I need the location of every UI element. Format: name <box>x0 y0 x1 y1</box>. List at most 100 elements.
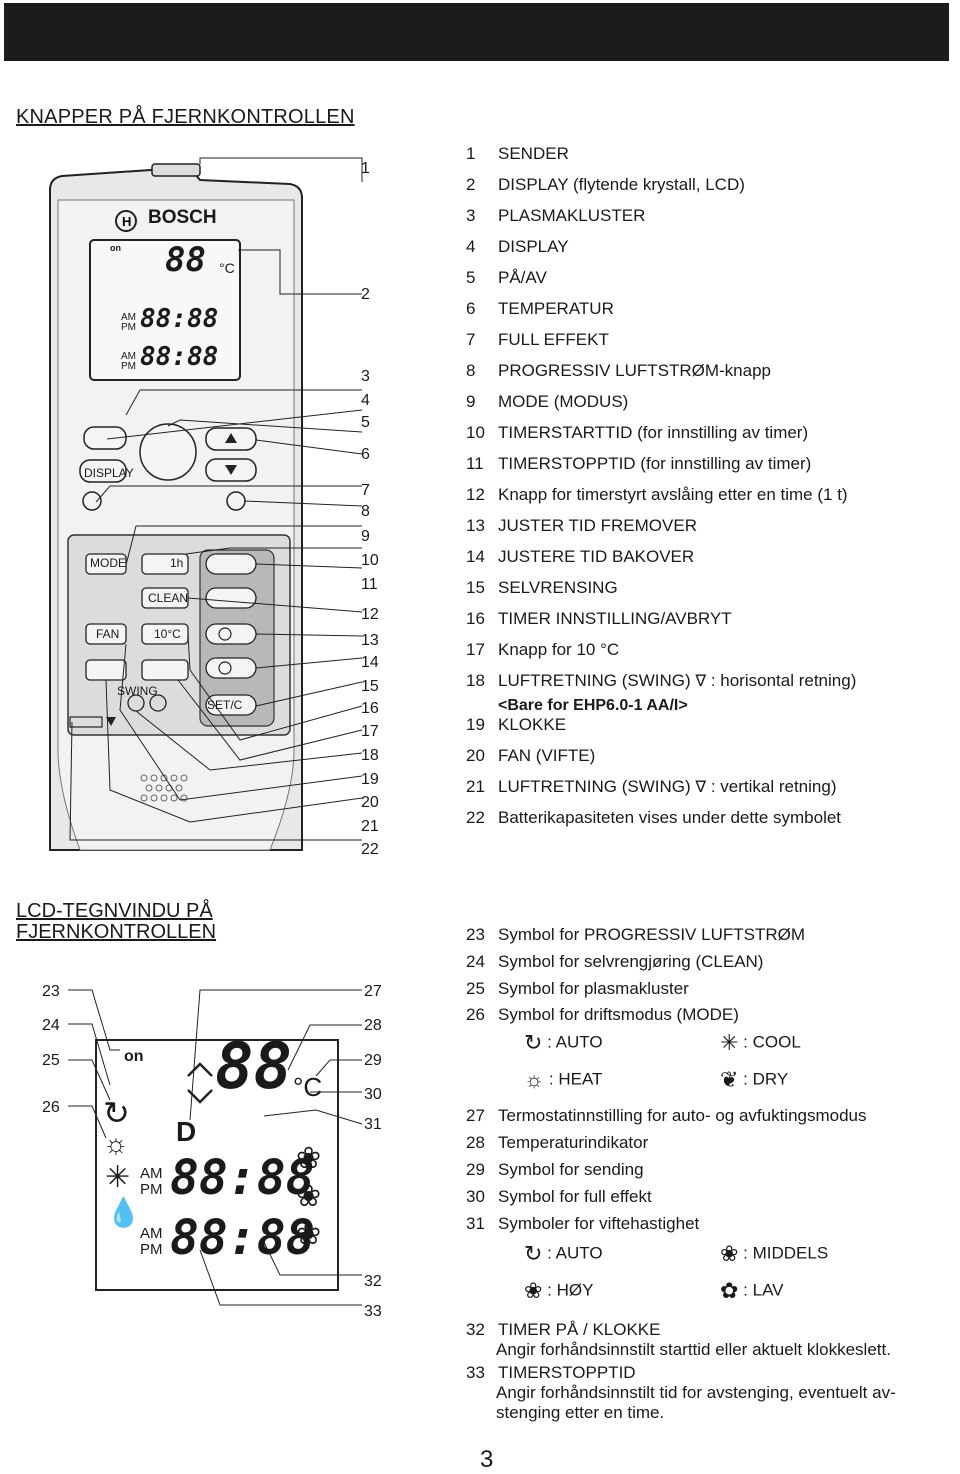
item-number: 3 <box>466 206 476 225</box>
mode-label: MODE <box>90 556 126 570</box>
lcd-callout-right: 33 <box>364 1303 382 1320</box>
set-c-label: SET/C <box>207 698 243 712</box>
remote-list-item: 13 JUSTER TID FREMOVER <box>466 516 697 536</box>
remote-callout-number: 20 <box>361 794 379 811</box>
lcd-small-time2: 88:88 <box>140 342 219 372</box>
remote-list-item: 4 DISPLAY <box>466 237 569 257</box>
item-number: 20 <box>466 746 485 765</box>
item-number: 32 <box>466 1320 485 1339</box>
remote-callout-number: 5 <box>361 414 370 431</box>
item-number: 13 <box>466 516 485 535</box>
sender-window <box>151 163 201 177</box>
item-text: Symbol for selvrengjøring (CLEAN) <box>498 952 764 971</box>
item-text: Knapp for timerstyrt avslåing etter en t… <box>498 485 848 504</box>
remote-illustration: H <box>49 157 363 851</box>
page-number: 3 <box>480 1446 494 1473</box>
item-text: Knapp for 10 °C <box>498 640 620 659</box>
item-number: 21 <box>466 777 485 796</box>
remote-callout-number: 21 <box>361 818 379 835</box>
item-number: 14 <box>466 547 485 566</box>
item-text: TIMER PÅ / KLOKKE <box>498 1320 661 1339</box>
display-button <box>79 459 127 483</box>
item-text: JUSTER TID FREMOVER <box>498 516 697 535</box>
lcd-cool-icon: ✳ <box>105 1161 131 1194</box>
plasmacluster-button <box>83 426 127 450</box>
fan-high-label: : HØY <box>547 1280 594 1300</box>
swing-horizontal-button <box>141 659 189 681</box>
lcd-small-unit: °C <box>219 260 235 276</box>
item-text: FAN (VIFTE) <box>498 746 596 765</box>
lcd-small-temp: 88 <box>165 240 206 280</box>
item-number: 1 <box>466 144 476 163</box>
svg-text:H: H <box>122 214 131 229</box>
section-heading-remote: KNAPPER PÅ FJERNKONTROLLEN <box>16 106 355 128</box>
item-number: 18 <box>466 671 485 690</box>
lcd-time2: 88:88 <box>170 1210 315 1266</box>
item-number: 27 <box>466 1106 485 1125</box>
lcd-callout-right: 27 <box>364 983 382 1000</box>
timer-start-button <box>205 553 257 575</box>
remote-callout-number: 16 <box>361 700 379 717</box>
lcd-temp: 88 <box>215 1030 293 1104</box>
lcd-callout-right: 31 <box>364 1116 382 1133</box>
auto-mode-icon: ↻ <box>524 1030 543 1055</box>
item-text: TIMER INNSTILLING/AVBRYT <box>498 609 732 628</box>
lcd-callout-left: 26 <box>42 1099 60 1116</box>
lcd-callout-left: 24 <box>42 1017 60 1034</box>
lcd-unit: °C <box>293 1072 323 1102</box>
remote-lcd <box>89 239 241 381</box>
item-text: LUFTRETNING (SWING) <box>498 671 691 690</box>
item-number: 28 <box>466 1133 485 1152</box>
fan-low-label: : LAV <box>743 1280 784 1300</box>
item-text: PLASMAKLUSTER <box>498 206 646 225</box>
remote-callout-number: 4 <box>361 392 370 409</box>
timer-set-button <box>149 694 167 712</box>
mode-dry-label: : DRY <box>743 1069 789 1089</box>
item-number: 2 <box>466 175 476 194</box>
lcd-callout-left: 25 <box>42 1052 60 1069</box>
header-bar <box>4 3 949 61</box>
dry-mode-icon: ❦ <box>720 1067 739 1092</box>
item-text: DISPLAY <box>498 237 569 256</box>
remote-callout-number: 9 <box>361 528 370 545</box>
fan-auto-icon: ↻ <box>524 1241 543 1266</box>
lcd-list-item: 31 Symboler for viftehastighet <box>466 1214 699 1234</box>
item-number: 15 <box>466 578 485 597</box>
lcd-small-on: on <box>110 243 121 253</box>
item-text: TIMERSTARTTID (for innstilling av timer) <box>498 423 809 442</box>
remote-callout-number: 15 <box>361 678 379 695</box>
item-text: DISPLAY (flytende krystall, LCD) <box>498 175 745 194</box>
lcd-callout-right: 29 <box>364 1052 382 1069</box>
swing-label: SWING <box>117 684 158 698</box>
remote-callout-number: 14 <box>361 654 379 671</box>
power-button <box>139 423 197 481</box>
item-text: Batterikapasiteten vises under dette sym… <box>498 808 842 827</box>
lcd-fan-icons: ❀❀❀ <box>296 1142 322 1251</box>
cool-mode-icon: ✳ <box>720 1030 739 1055</box>
timer-1h-label: 1h <box>170 556 184 570</box>
mode-cool-label: : COOL <box>743 1032 801 1052</box>
item-text: TIMERSTOPPTID (for innstilling av timer) <box>498 454 812 473</box>
item-number: 31 <box>466 1214 485 1233</box>
fan-middels-label: : MIDDELS <box>743 1243 829 1263</box>
lcd-clean-symbol: D <box>176 1116 197 1147</box>
remote-callout-number: 3 <box>361 368 370 385</box>
display-label: DISPLAY <box>84 466 134 480</box>
item-text: Symboler for viftehastighet <box>498 1214 700 1233</box>
lcd-callout-right: 30 <box>364 1086 382 1103</box>
item-number: 29 <box>466 1160 485 1179</box>
fan-auto-label: : AUTO <box>547 1243 603 1263</box>
item-number: 4 <box>466 237 476 256</box>
lcd-small-time1: 88:88 <box>140 304 219 334</box>
